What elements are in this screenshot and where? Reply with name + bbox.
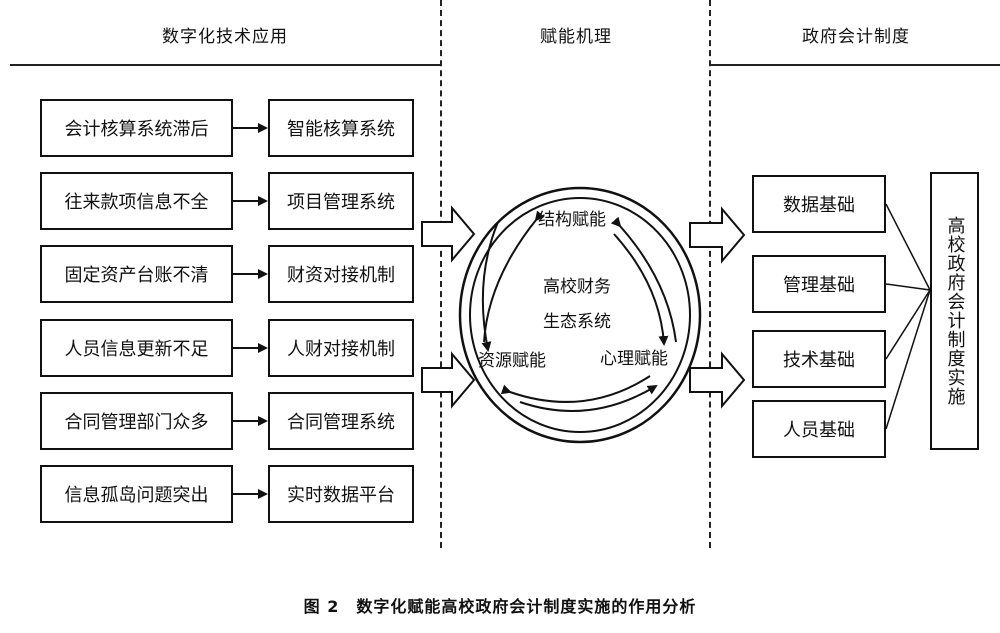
foundation-box: 管理基础	[752, 255, 886, 313]
foundation-box: 数据基础	[752, 175, 886, 233]
header-tech-application: 数字化技术应用	[162, 27, 288, 47]
divider-left	[440, 0, 442, 548]
structure-empowerment-label: 结构赋能	[538, 210, 606, 230]
problem-box: 固定资产台账不清	[40, 245, 233, 303]
solution-box: 合同管理系统	[268, 392, 414, 450]
foundation-box: 技术基础	[752, 330, 886, 388]
solution-box: 实时数据平台	[268, 465, 414, 523]
foundation-connectors	[885, 203, 931, 430]
block-arrows-in	[421, 205, 476, 409]
divider-right	[709, 0, 711, 548]
problem-box: 往来款项信息不全	[40, 172, 233, 230]
solution-box: 项目管理系统	[268, 172, 414, 230]
problem-to-solution-arrows	[233, 123, 268, 499]
figure-caption: 图 2 数字化赋能高校政府会计制度实施的作用分析	[303, 597, 697, 616]
block-arrows-out	[689, 206, 746, 409]
solution-box: 智能核算系统	[268, 99, 414, 157]
solution-box: 人财对接机制	[268, 319, 414, 377]
header-accounting-system: 政府会计制度	[802, 27, 910, 47]
ecosystem-circle	[458, 186, 702, 444]
ecosystem-title-line1: 高校财务	[543, 277, 611, 297]
cycle-arrows	[481, 210, 677, 412]
ecosystem-title-line2: 生态系统	[543, 312, 611, 332]
header-rule-right	[710, 64, 1000, 66]
solution-box: 财资对接机制	[268, 245, 414, 303]
resource-empowerment-label: 资源赋能	[478, 351, 546, 371]
problem-box: 信息孤岛问题突出	[40, 465, 233, 523]
problem-box: 人员信息更新不足	[40, 319, 233, 377]
psychological-empowerment-label: 心理赋能	[600, 349, 668, 369]
header-rule-left	[10, 64, 440, 66]
implementation-box: 高校政府会计制度实施	[930, 172, 979, 450]
foundation-box: 人员基础	[752, 400, 886, 458]
header-mechanism: 赋能机理	[540, 27, 612, 47]
problem-box: 合同管理部门众多	[40, 392, 233, 450]
problem-box: 会计核算系统滞后	[40, 99, 233, 157]
